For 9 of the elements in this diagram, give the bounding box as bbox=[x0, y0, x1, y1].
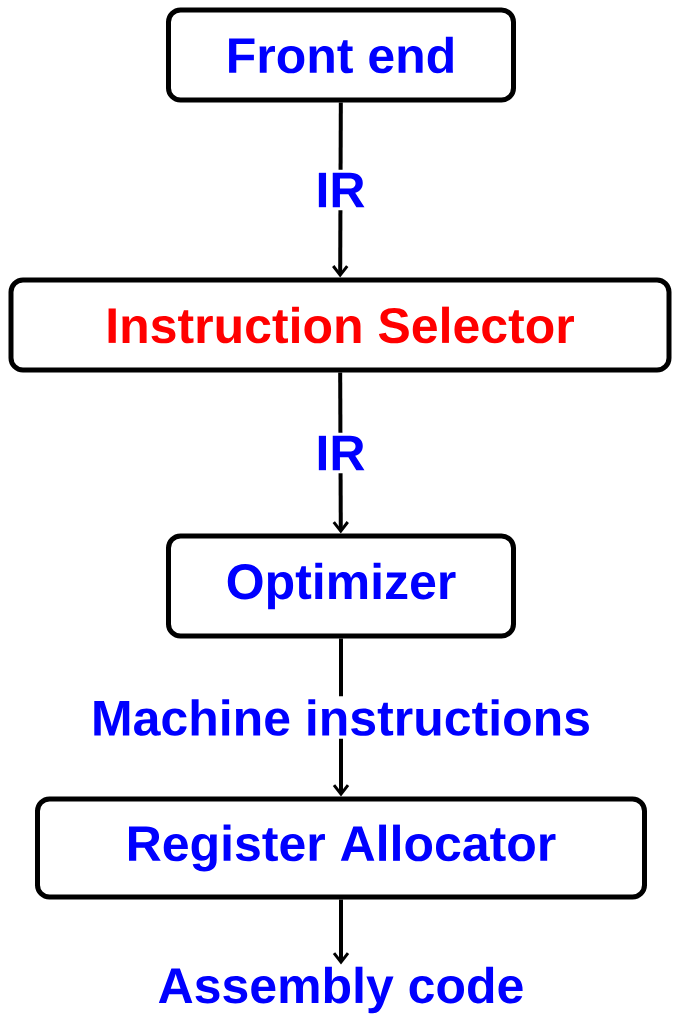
arrow bbox=[332, 899, 350, 965]
edge-label: IR bbox=[312, 432, 369, 474]
edge-label: IR bbox=[312, 169, 369, 211]
process-box: Instruction Selector bbox=[8, 277, 672, 373]
process-box: Register Allocator bbox=[35, 796, 647, 900]
output-text: Assembly code bbox=[158, 966, 523, 1014]
edge-label: Machine instructions bbox=[87, 696, 595, 739]
process-box: Optimizer bbox=[166, 533, 516, 639]
process-box: Front end bbox=[166, 7, 516, 103]
